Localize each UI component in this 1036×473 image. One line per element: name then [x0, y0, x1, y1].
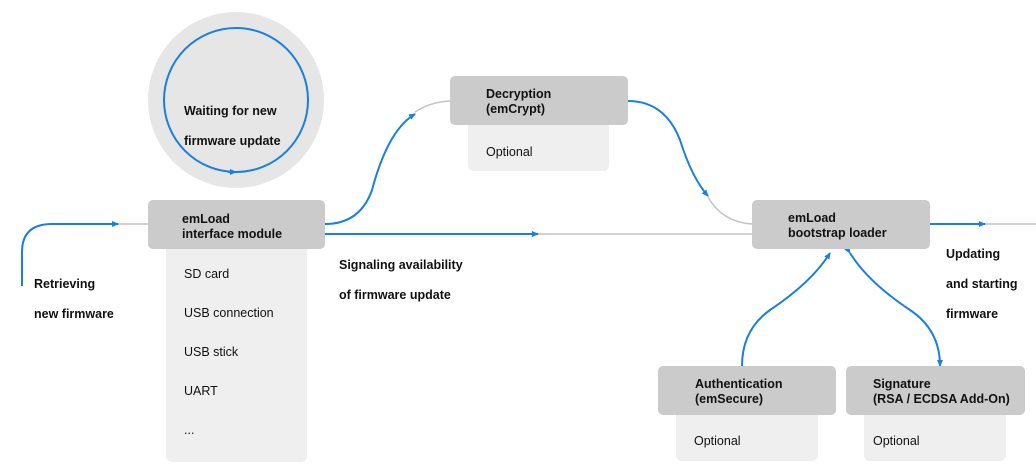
- decryption-optional: Optional: [486, 145, 533, 159]
- signaling-label: Signaling availability of firmware updat…: [339, 258, 463, 302]
- updating-label: Updating and starting firmware: [946, 247, 1018, 321]
- signature-box: Signature (RSA / ECDSA Add-On): [846, 366, 1025, 415]
- option-usb-connection: USB connection: [184, 306, 274, 320]
- authentication-box: Authentication (emSecure): [658, 366, 836, 415]
- decryption-box: Decryption (emCrypt): [450, 76, 628, 125]
- from-decryption-arrow: [627, 100, 709, 197]
- option-usb-stick: USB stick: [184, 345, 239, 359]
- retrieving-label: Retrieving new firmware: [34, 277, 114, 321]
- interface-module-options: SD card USB connection USB stick UART ..…: [166, 248, 307, 462]
- waiting-state-background: [148, 12, 324, 188]
- decryption-in-grey: [414, 100, 451, 113]
- bootstrap-loader-box: emLoad bootstrap loader: [752, 200, 930, 249]
- retrieving-arrow: [21, 221, 119, 286]
- decryption-out-grey: [707, 196, 753, 225]
- option-more: ...: [184, 423, 195, 437]
- option-sd-card: SD card: [184, 267, 230, 281]
- authentication-options: Optional: [676, 414, 818, 461]
- waiting-label: Waiting for new firmware update: [184, 104, 281, 148]
- signature-link: [844, 246, 943, 367]
- signature-optional: Optional: [873, 434, 920, 448]
- decryption-options: Optional: [468, 124, 609, 171]
- option-uart: UART: [184, 384, 218, 398]
- signature-options: Optional: [864, 414, 1006, 461]
- interface-module-box: emLoad interface module: [148, 200, 325, 249]
- authentication-optional: Optional: [694, 434, 741, 448]
- to-decryption-arrow: [324, 113, 416, 225]
- authentication-link: [738, 252, 831, 373]
